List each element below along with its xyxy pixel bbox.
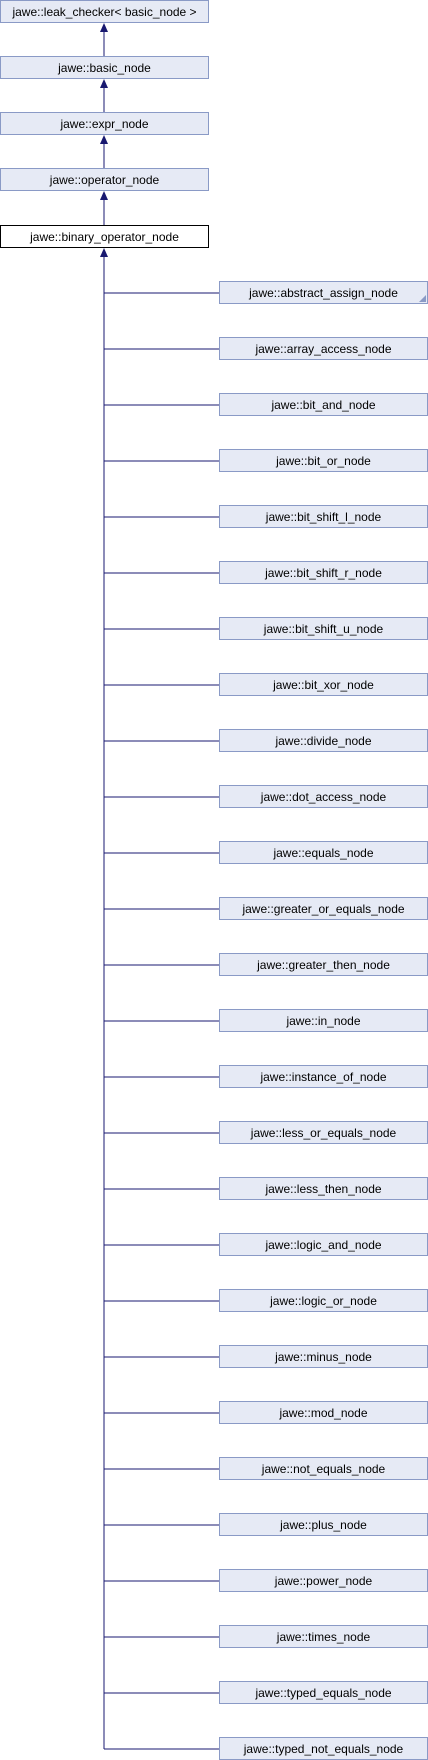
inheritance-arrow-2 [100, 135, 108, 144]
subclass-node-15[interactable]: jawe::less_or_equals_node [219, 1121, 428, 1144]
subclass-node-8-label: jawe::divide_node [275, 733, 372, 748]
subclass-node-16[interactable]: jawe::less_then_node [219, 1177, 428, 1200]
subclass-node-0-label: jawe::abstract_assign_node [249, 285, 398, 300]
subclass-node-19[interactable]: jawe::minus_node [219, 1345, 428, 1368]
more-subclasses-corner-icon [419, 295, 426, 302]
subclass-trunk-arrow [100, 248, 108, 257]
subclass-node-18-label: jawe::logic_or_node [270, 1293, 377, 1308]
ancestor-node-0[interactable]: jawe::leak_checker< basic_node > [0, 0, 209, 23]
subclass-node-3-label: jawe::bit_or_node [276, 453, 371, 468]
inheritance-arrow-1 [100, 79, 108, 88]
subclass-node-8[interactable]: jawe::divide_node [219, 729, 428, 752]
subclass-node-7-label: jawe::bit_xor_node [273, 677, 374, 692]
subclass-node-20-label: jawe::mod_node [279, 1405, 368, 1420]
subclass-node-12[interactable]: jawe::greater_then_node [219, 953, 428, 976]
subclass-node-13[interactable]: jawe::in_node [219, 1009, 428, 1032]
subclass-node-15-label: jawe::less_or_equals_node [250, 1125, 397, 1140]
current-class-node: jawe::binary_operator_node [0, 225, 209, 248]
ancestor-node-1[interactable]: jawe::basic_node [0, 56, 209, 79]
subclass-node-20[interactable]: jawe::mod_node [219, 1401, 428, 1424]
ancestor-node-1-label: jawe::basic_node [58, 60, 151, 75]
subclass-node-2-label: jawe::bit_and_node [271, 397, 376, 412]
subclass-node-24[interactable]: jawe::times_node [219, 1625, 428, 1648]
subclass-node-21[interactable]: jawe::not_equals_node [219, 1457, 428, 1480]
subclass-node-2[interactable]: jawe::bit_and_node [219, 393, 428, 416]
subclass-node-25-label: jawe::typed_equals_node [255, 1685, 392, 1700]
subclass-node-11-label: jawe::greater_or_equals_node [242, 901, 405, 916]
subclass-node-21-label: jawe::not_equals_node [261, 1461, 386, 1476]
subclass-node-3[interactable]: jawe::bit_or_node [219, 449, 428, 472]
subclass-node-19-label: jawe::minus_node [275, 1349, 372, 1364]
ancestor-node-3[interactable]: jawe::operator_node [0, 168, 209, 191]
subclass-node-22-label: jawe::plus_node [280, 1517, 367, 1532]
subclass-node-17-label: jawe::logic_and_node [265, 1237, 382, 1252]
current-class-node-label: jawe::binary_operator_node [30, 229, 179, 244]
subclass-node-23-label: jawe::power_node [274, 1573, 373, 1588]
ancestor-node-3-label: jawe::operator_node [49, 172, 160, 187]
subclass-node-4-label: jawe::bit_shift_l_node [265, 509, 382, 524]
inheritance-arrow-0 [100, 23, 108, 32]
subclass-node-17[interactable]: jawe::logic_and_node [219, 1233, 428, 1256]
subclass-node-9-label: jawe::dot_access_node [260, 789, 387, 804]
subclass-node-16-label: jawe::less_then_node [265, 1181, 382, 1196]
subclass-node-10-label: jawe::equals_node [273, 845, 374, 860]
subclass-node-4[interactable]: jawe::bit_shift_l_node [219, 505, 428, 528]
subclass-node-1[interactable]: jawe::array_access_node [219, 337, 428, 360]
subclass-node-11[interactable]: jawe::greater_or_equals_node [219, 897, 428, 920]
subclass-node-26[interactable]: jawe::typed_not_equals_node [219, 1737, 428, 1760]
subclass-node-7[interactable]: jawe::bit_xor_node [219, 673, 428, 696]
subclass-node-14-label: jawe::instance_of_node [260, 1069, 387, 1084]
subclass-node-23[interactable]: jawe::power_node [219, 1569, 428, 1592]
subclass-node-12-label: jawe::greater_then_node [257, 957, 390, 972]
subclass-node-24-label: jawe::times_node [276, 1629, 371, 1644]
subclass-node-22[interactable]: jawe::plus_node [219, 1513, 428, 1536]
subclass-node-9[interactable]: jawe::dot_access_node [219, 785, 428, 808]
subclass-node-0[interactable]: jawe::abstract_assign_node [219, 281, 428, 304]
subclass-node-6-label: jawe::bit_shift_u_node [263, 621, 384, 636]
ancestor-node-2-label: jawe::expr_node [60, 116, 149, 131]
ancestor-node-0-label: jawe::leak_checker< basic_node > [12, 4, 197, 19]
subclass-node-5[interactable]: jawe::bit_shift_r_node [219, 561, 428, 584]
subclass-node-1-label: jawe::array_access_node [255, 341, 392, 356]
subclass-node-25[interactable]: jawe::typed_equals_node [219, 1681, 428, 1704]
subclass-node-13-label: jawe::in_node [286, 1013, 361, 1028]
subclass-node-14[interactable]: jawe::instance_of_node [219, 1065, 428, 1088]
subclass-node-18[interactable]: jawe::logic_or_node [219, 1289, 428, 1312]
ancestor-node-2[interactable]: jawe::expr_node [0, 112, 209, 135]
subclass-node-26-label: jawe::typed_not_equals_node [243, 1741, 404, 1756]
subclass-node-6[interactable]: jawe::bit_shift_u_node [219, 617, 428, 640]
inheritance-arrow-3 [100, 191, 108, 200]
subclass-node-10[interactable]: jawe::equals_node [219, 841, 428, 864]
subclass-node-5-label: jawe::bit_shift_r_node [265, 565, 382, 580]
